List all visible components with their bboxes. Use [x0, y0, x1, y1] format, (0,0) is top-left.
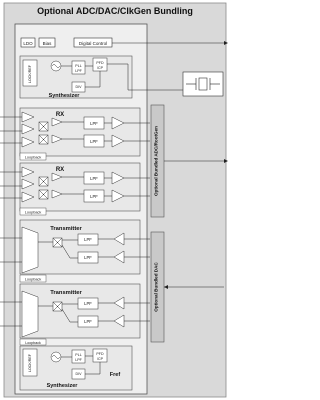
tx2-lpf-i-label: LPF: [84, 301, 92, 306]
tx1-pa: [21, 226, 39, 274]
rx1-mixer-column: [38, 121, 49, 145]
rx2-loopback-label: Loopback: [25, 211, 42, 215]
rx1-loopback-label: Loopback: [25, 156, 42, 160]
pll-label-bottom: PLL: [75, 353, 81, 357]
tx1-loopback-label: Loopback: [25, 278, 42, 282]
fref-label: Fref: [110, 372, 121, 378]
tx1-label: Transmitter: [50, 226, 82, 232]
tx2-loopback-label: Loopback: [25, 341, 41, 345]
digital-control-block: [73, 37, 113, 48]
rx2-label: RX: [56, 167, 64, 173]
rx1-section: [19, 107, 141, 157]
pll-lpf-label-top: LPF: [75, 69, 82, 73]
div-label-top: DIV: [76, 85, 83, 89]
synthesizer-bottom-label: Synthesizer: [47, 383, 79, 389]
synthesizer-top-label: Synthesizer: [49, 93, 81, 99]
diagram-title: Optional ADC/DAC/ClkGen Bundling: [37, 6, 193, 16]
tx1-section: [19, 219, 141, 275]
lock-ref-block-top: [22, 59, 38, 87]
tx1-lpf-q: [77, 251, 99, 264]
pll-label-top: PLL: [75, 64, 81, 68]
tx2-lpf-q-label: LPF: [84, 319, 92, 324]
dac-bundle-label: Optional Bundled DAC: [154, 262, 159, 312]
rx2-lpf-i-label: LPF: [90, 176, 98, 181]
pfd-label-top: PFD: [96, 61, 104, 65]
tx2-lpf-q: [77, 315, 99, 328]
cp-label-bottom: /CP: [97, 357, 104, 361]
rx1-label: RX: [56, 112, 64, 118]
tx2-pa: [21, 290, 39, 338]
pll-lpf-label-bottom: LPF: [75, 358, 82, 362]
lock-ref-block-bottom: [22, 348, 38, 377]
vco-wave-bottom: [51, 355, 61, 359]
digital-bus-arrow: [224, 41, 228, 45]
rx2-lna-column: [21, 166, 35, 203]
block-diagram: Optional ADC/DAC/ClkGen Bundling LDO Bia…: [0, 2, 228, 398]
lock-ref-label-top: LOCK/REF: [28, 64, 32, 83]
tx1-lpf-i: [77, 233, 99, 246]
cp-label-top: /CP: [97, 66, 104, 70]
tx2-label: Transmitter: [50, 290, 82, 296]
bias-label: Bias: [43, 41, 53, 46]
rx1-lpf-i-label: LPF: [90, 121, 98, 126]
vco-wave-top: [51, 64, 61, 68]
rx2-section: [19, 162, 141, 212]
crystal-icon: [198, 77, 208, 91]
tx1-lpf-q-label: LPF: [84, 255, 92, 260]
digital-control-label: Digital Control: [79, 41, 107, 46]
tx1-lpf-i-label: LPF: [84, 237, 92, 242]
ldo-label: LDO: [23, 41, 33, 46]
rx1-lpf-q-label: LPF: [90, 139, 98, 144]
rx2-mixer-column: [38, 176, 49, 200]
tx1-loopback: [19, 274, 47, 283]
pll-block-bottom: [71, 349, 86, 364]
tx2-lpf-i: [77, 297, 99, 310]
div-label-bottom: DIV: [76, 372, 83, 376]
pll-block-top: [71, 60, 86, 75]
ldo-block: [20, 37, 36, 48]
rx2-lpf-q-label: LPF: [90, 194, 98, 199]
bias-block: [38, 37, 56, 48]
pfd-label-bottom: PFD: [96, 352, 104, 356]
rx2-loopback: [19, 207, 47, 216]
tx2-section: [19, 283, 141, 339]
tx2-loopback: [19, 338, 47, 346]
rx1-loopback: [19, 152, 47, 161]
rx1-lna-column: [21, 111, 35, 148]
lock-ref-label-bottom: LOCK/REF: [28, 353, 32, 372]
adc-bundle-label: Optional Bundled ADC/RootGen: [154, 126, 159, 196]
diagram-canvas: Optional ADC/DAC/ClkGen Bundling LDO Bia…: [0, 2, 228, 398]
